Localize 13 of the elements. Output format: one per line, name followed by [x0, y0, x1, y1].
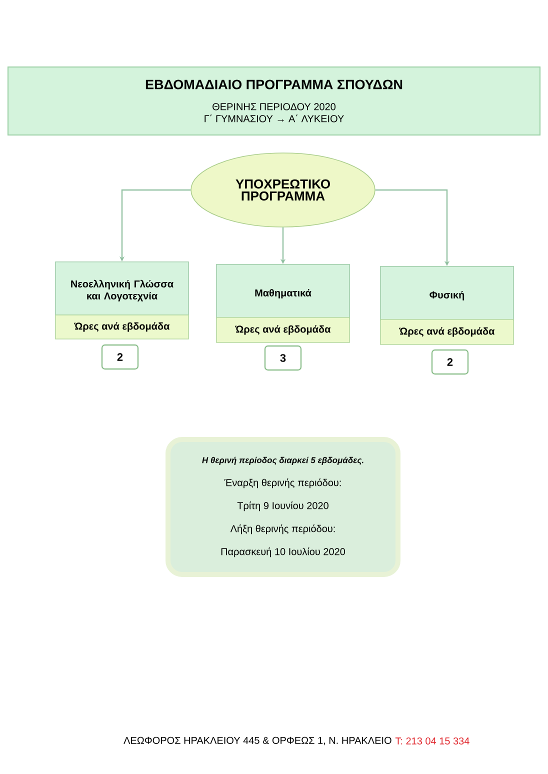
hours-band: Ώρες ανά εβδομάδα	[216, 317, 350, 343]
hours-number-box: 2	[101, 344, 139, 370]
info-box: Η θερινή περίοδος διαρκεί 5 εβδομάδες. Έναρξη θερινής περιόδου: Τρίτη 9 Ιουνίου 2020 Λήξη θερινής περιόδου: Παρασκευή 10 Ιουλίου 2020	[166, 437, 400, 577]
address-text: ΛΕΩΦΟΡΟΣ ΗΡΑΚΛΕΙΟΥ 445 & ΟΡΦΕΩΣ 1, Ν. ΗΡΑΚΛΕΙΟ	[124, 736, 392, 746]
subject-box: Νεοελληνική Γλώσσα και Λογοτεχνία	[55, 262, 189, 316]
hours-number-box: 3	[264, 345, 302, 371]
hours-band: Ώρες ανά εβδομάδα	[380, 319, 514, 345]
hours-number-box: 2	[431, 349, 469, 375]
phone-text: T: 213 04 15 334	[395, 737, 470, 745]
subject-box: Φυσική	[380, 266, 514, 321]
hours-band: Ώρες ανά εβδομάδα	[55, 314, 189, 340]
title-box: ΕΒΔΟΜΑΔΙΑΙΟ ΠΡΟΓΡΑΜΜΑ ΣΠΟΥΔΩΝ ΘΕΡΙΝΗΣ ΠΕΡΙΟΔΟΥ 2020 Γ΄ ΓΥΜΝΑΣΙΟΥ → Α΄ ΛΥΚΕΙΟΥ	[8, 66, 540, 136]
subject-box: Μαθηματικά	[216, 264, 350, 319]
